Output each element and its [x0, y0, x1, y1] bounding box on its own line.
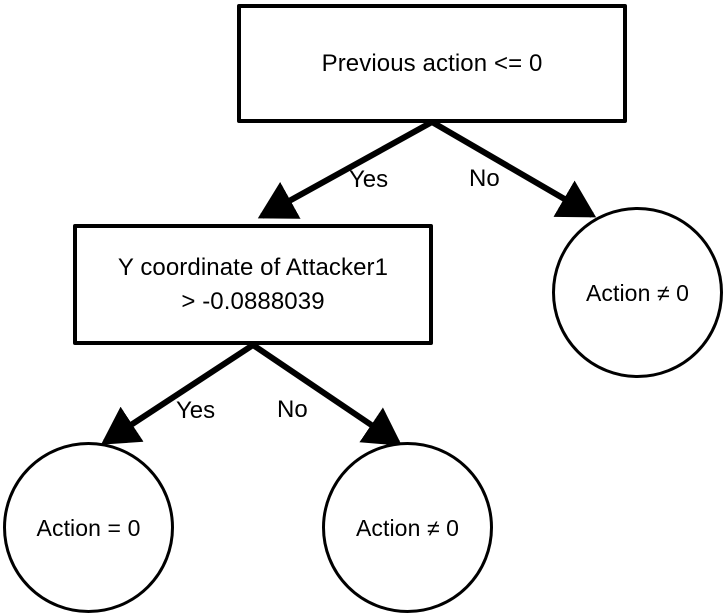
edge-label-internal-yes: Yes: [176, 397, 216, 424]
node-leaf-bottom-left-label: Action = 0: [36, 514, 141, 541]
node-leaf-bottom-right-action-not-equal-zero[interactable]: Action ≠ 0: [322, 442, 493, 613]
edge-label-internal-no: No: [277, 396, 308, 423]
node-root-label: Previous action <= 0: [321, 49, 543, 77]
edge-internal-yes: [100, 342, 255, 445]
node-leaf-right-label: Action ≠ 0: [585, 279, 690, 306]
edge-root-yes: [257, 119, 434, 219]
node-root-previous-action[interactable]: Previous action <= 0: [237, 4, 627, 123]
node-leaf-bottom-left-action-equals-zero[interactable]: Action = 0: [3, 442, 174, 613]
edge-label-root-yes: Yes: [349, 166, 389, 193]
edge-root-no: [430, 119, 597, 218]
node-leaf-right-action-not-equal-zero[interactable]: Action ≠ 0: [552, 207, 723, 378]
node-leaf-bottom-right-label: Action ≠ 0: [355, 514, 460, 541]
node-internal-y-coordinate-attacker1[interactable]: Y coordinate of Attacker1 > -0.0888039: [73, 224, 433, 345]
edge-label-root-no: No: [469, 165, 500, 192]
node-internal-label: Y coordinate of Attacker1 > -0.0888039: [117, 253, 389, 315]
edge-internal-no: [251, 342, 402, 446]
